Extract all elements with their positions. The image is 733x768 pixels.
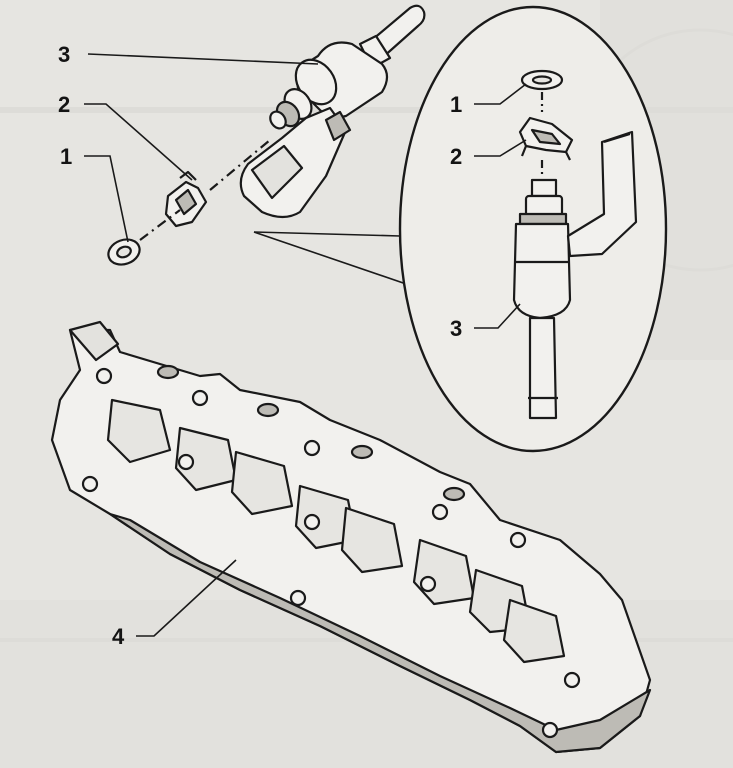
seal-ring-icon [107, 238, 141, 266]
inset-clip-icon [518, 116, 574, 161]
inset-leader-lines [474, 83, 527, 329]
fuel-injector-icon [239, 4, 426, 219]
callout-left-3: 3 [58, 42, 70, 67]
inset-pointer [253, 231, 413, 287]
left-exploded-assembly [107, 4, 426, 266]
left-leader-lines [84, 53, 319, 243]
injector-bores [156, 364, 466, 502]
manifold-leader-line [136, 559, 237, 637]
callout-left-2: 2 [58, 92, 70, 117]
inset-seal-ring-icon [520, 69, 564, 91]
detail-inset [398, 5, 668, 453]
callout-inset-3: 3 [450, 316, 462, 341]
callout-manifold-4: 4 [112, 624, 125, 649]
intake-manifold-icon [50, 320, 652, 754]
callout-inset-1: 1 [450, 92, 462, 117]
manifold-bolt-holes [81, 367, 581, 739]
retaining-clip-icon [164, 170, 208, 228]
inset-fuel-injector-icon [512, 130, 638, 420]
manifold-ports [106, 398, 566, 664]
assembly-axis [139, 139, 271, 241]
callout-inset-2: 2 [450, 144, 462, 169]
callout-left-1: 1 [60, 144, 72, 169]
